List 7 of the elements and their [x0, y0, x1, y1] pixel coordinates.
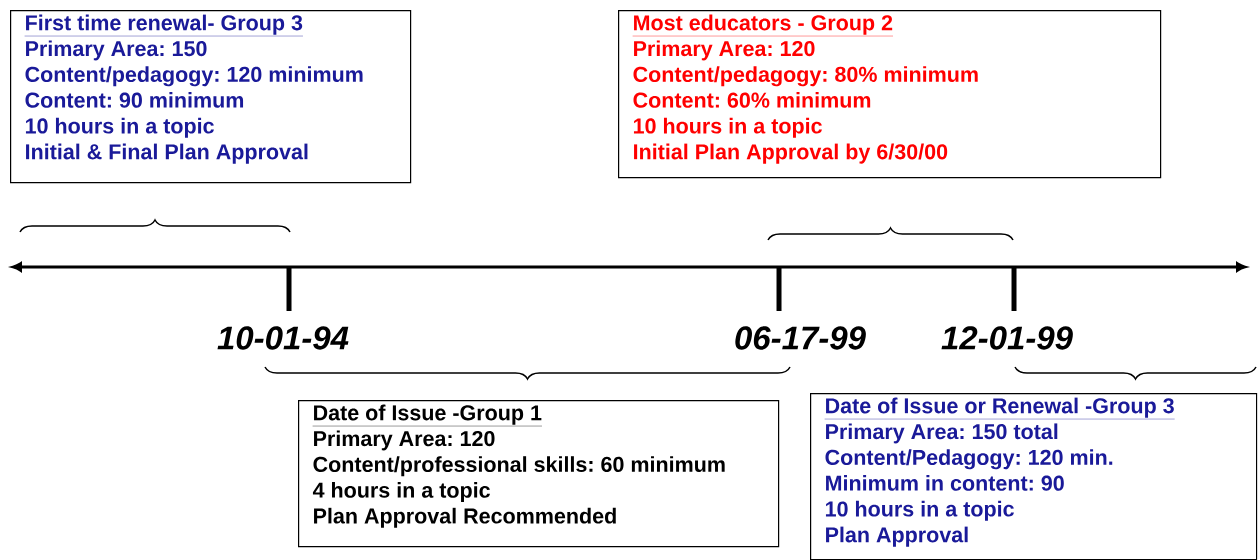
info-box: Date of Issue -Group 1 Primary Area: 120 Content/professional skills: 60 minimum 4 hours in a topic Plan Approval Recommended	[298, 400, 780, 548]
date-label: 06-17-99	[735, 326, 866, 350]
info-box: First time renewal- Group 3 Primary Area: 150 Content/pedagogy: 120 minimum Content: 90 minimum 10 hours in a topic Initial & Final Plan Approval	[10, 10, 412, 184]
date-label: 12-01-99	[941, 326, 1073, 350]
info-box: Most educators - Group 2 Primary Area: 120 Content/pedagogy: 80% minimum Content: 60% minimum 10 hours in a topic Initial Plan Approval by 6/30/00	[618, 10, 1162, 179]
date-label: 10-01-94	[217, 326, 349, 350]
info-box: Date of Issue or Renewal -Group 3 Primary Area: 150 total Content/Pedagogy: 120 min. Minimum in content: 90 10 hours in a topic Plan Approval	[810, 393, 1258, 560]
